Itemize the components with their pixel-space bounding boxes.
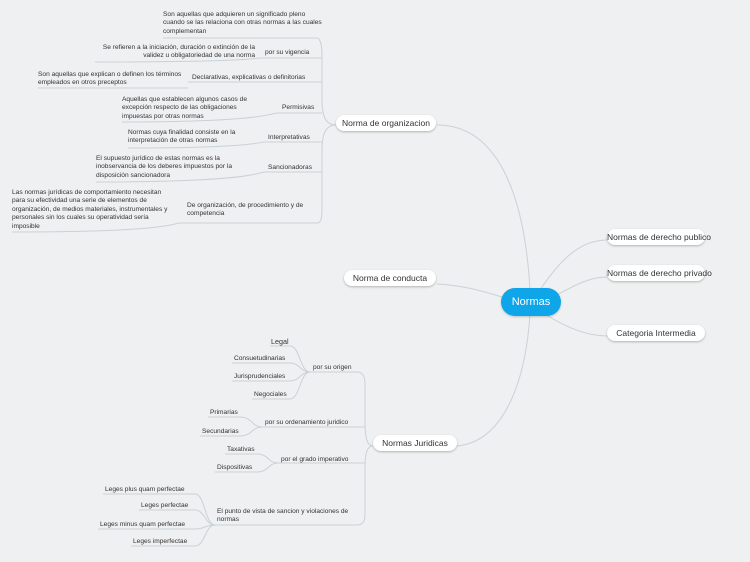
connector-root-organizacion bbox=[436, 124, 531, 291]
org-sancionadoras[interactable]: Sancionadoras bbox=[268, 164, 312, 171]
jur-leges-imperfectae[interactable]: Leges imperfectae bbox=[133, 538, 188, 545]
connector-root-publico bbox=[539, 239, 608, 291]
topic-norma-organizacion[interactable]: Norma de organizacion bbox=[336, 115, 436, 131]
jur-imperativo[interactable]: por el grado imperativo bbox=[281, 456, 349, 463]
org-procedimiento[interactable]: De organización, de procedimiento y de c… bbox=[187, 202, 304, 218]
jur-secundarias[interactable]: Secundarias bbox=[202, 428, 239, 435]
jur-legal[interactable]: Legal bbox=[271, 337, 289, 346]
topic-norma-conducta[interactable]: Norma de conducta bbox=[344, 270, 436, 286]
org-permisivas[interactable]: Permisivas bbox=[282, 104, 315, 111]
org-declarativas[interactable]: Declarativas, explicativas o definitoria… bbox=[192, 74, 306, 81]
connector-root-conducta bbox=[436, 283, 506, 299]
org-por-su-vigencia[interactable]: por su vigencia bbox=[265, 49, 310, 56]
connector-root-privado bbox=[554, 276, 608, 297]
jur-primarias[interactable]: Primarias bbox=[210, 409, 238, 416]
jur-consuetudinarias[interactable]: Consuetudinarias bbox=[234, 355, 286, 362]
connector-root-juridicas bbox=[456, 313, 531, 447]
org-complementan-desc[interactable]: Son aquellas que adquieren un significad… bbox=[163, 11, 322, 35]
topic-derecho-publico[interactable]: Normas de derecho publico bbox=[607, 229, 711, 245]
org-procedimiento-desc[interactable]: Las normas jurídicas de comportamiento n… bbox=[12, 189, 168, 230]
org-interpretativas-desc[interactable]: Normas cuya finalidad consiste en la int… bbox=[128, 129, 236, 145]
connector-org-trunk bbox=[317, 37, 337, 126]
org-sancionadoras-desc[interactable]: El supuesto jurídico de estas normas es … bbox=[96, 155, 232, 179]
jur-ordenamiento[interactable]: por su ordenamiento juridico bbox=[265, 419, 349, 426]
jur-negociales[interactable]: Negociales bbox=[254, 391, 287, 398]
jur-taxativas[interactable]: Taxativas bbox=[227, 446, 255, 453]
jur-leges-perfectae[interactable]: Leges perfectae bbox=[141, 502, 189, 509]
org-declarativas-desc[interactable]: Son aquellas que explican o definen los … bbox=[38, 71, 182, 87]
jur-leges-minus-quam[interactable]: Leges minus quam perfectae bbox=[100, 521, 186, 528]
jur-dispositivas[interactable]: Dispositivas bbox=[217, 464, 253, 471]
root-topic[interactable]: Normas bbox=[501, 288, 561, 316]
org-vigencia-desc[interactable]: Se refieren a la iniciación, duración o … bbox=[102, 44, 255, 60]
jur-por-su-origen[interactable]: por su origen bbox=[313, 364, 352, 371]
connector-root-intermedia bbox=[544, 313, 608, 337]
jur-sancion[interactable]: El punto de vista de sancion y violacion… bbox=[217, 508, 349, 524]
topic-categoria-intermedia[interactable]: Categoria Intermedia bbox=[607, 325, 705, 341]
connector-juridicas-trunk bbox=[356, 371, 374, 447]
topic-normas-juridicas[interactable]: Normas Juridicas bbox=[373, 435, 457, 451]
jur-jurisprudenciales[interactable]: Jurisprudenciales bbox=[234, 373, 286, 380]
org-permisivas-desc[interactable]: Aquellas que establecen algunos casos de… bbox=[122, 96, 248, 120]
org-interpretativas[interactable]: Interpretativas bbox=[268, 134, 310, 141]
topic-derecho-privado[interactable]: Normas de derecho privado bbox=[607, 265, 712, 281]
jur-leges-plus-quam[interactable]: Leges plus quam perfectae bbox=[105, 486, 185, 493]
